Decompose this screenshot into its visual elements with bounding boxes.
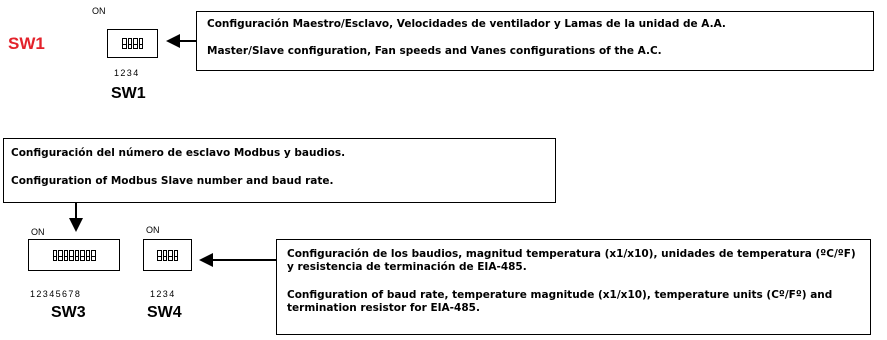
sw1-description-en: Master/Slave configuration, Fan speeds a… <box>207 45 662 57</box>
dip-lever[interactable] <box>122 38 127 49</box>
dip-lever[interactable] <box>162 249 167 261</box>
dip-lever[interactable] <box>173 249 178 261</box>
sw3-arrow <box>69 203 83 232</box>
dip-lever[interactable] <box>168 249 173 261</box>
sw4-description-es: Configuración de los baudios, magnitud t… <box>287 248 856 273</box>
sw1-red-label: SW1 <box>8 34 45 53</box>
sw4-description-en: Configuration of baud rate, temperature … <box>287 289 833 314</box>
sw4-name: SW4 <box>147 304 182 321</box>
dip-lever[interactable] <box>69 249 74 261</box>
dip-lever[interactable] <box>74 249 79 261</box>
sw1-description-box: Configuración Maestro/Esclavo, Velocidad… <box>196 11 874 71</box>
sw1-dip-switch[interactable] <box>107 29 158 58</box>
sw4-description-box: Configuración de los baudios, magnitud t… <box>276 239 871 335</box>
dip-lever[interactable] <box>138 38 143 49</box>
sw3-numbers: 12345678 <box>30 289 82 299</box>
sw3-description-es: Configuración del número de esclavo Modb… <box>11 147 346 159</box>
sw4-dip-switch[interactable] <box>143 239 192 271</box>
sw1-arrow <box>166 34 196 48</box>
sw1-on-label: ON <box>92 6 106 16</box>
dip-lever[interactable] <box>91 249 96 261</box>
sw3-dip-switch[interactable] <box>28 239 120 271</box>
dip-lever[interactable] <box>133 38 138 49</box>
dip-lever[interactable] <box>157 249 162 261</box>
sw3-description-en: Configuration of Modbus Slave number and… <box>11 175 334 187</box>
dip-lever[interactable] <box>52 249 57 261</box>
dip-lever[interactable] <box>58 249 63 261</box>
sw4-on-label: ON <box>146 225 160 235</box>
dip-lever[interactable] <box>127 38 132 49</box>
sw1-numbers: 1234 <box>114 68 140 78</box>
sw1-description-es: Configuración Maestro/Esclavo, Velocidad… <box>207 18 726 30</box>
sw3-description-box: Configuración del número de esclavo Modb… <box>3 138 556 203</box>
dip-lever[interactable] <box>80 249 85 261</box>
sw4-arrow <box>199 253 276 267</box>
sw3-name: SW3 <box>51 304 86 321</box>
sw4-numbers: 1234 <box>150 289 176 299</box>
dip-lever[interactable] <box>85 249 90 261</box>
sw3-on-label: ON <box>31 227 45 237</box>
dip-lever[interactable] <box>63 249 68 261</box>
sw1-name: SW1 <box>111 85 146 102</box>
